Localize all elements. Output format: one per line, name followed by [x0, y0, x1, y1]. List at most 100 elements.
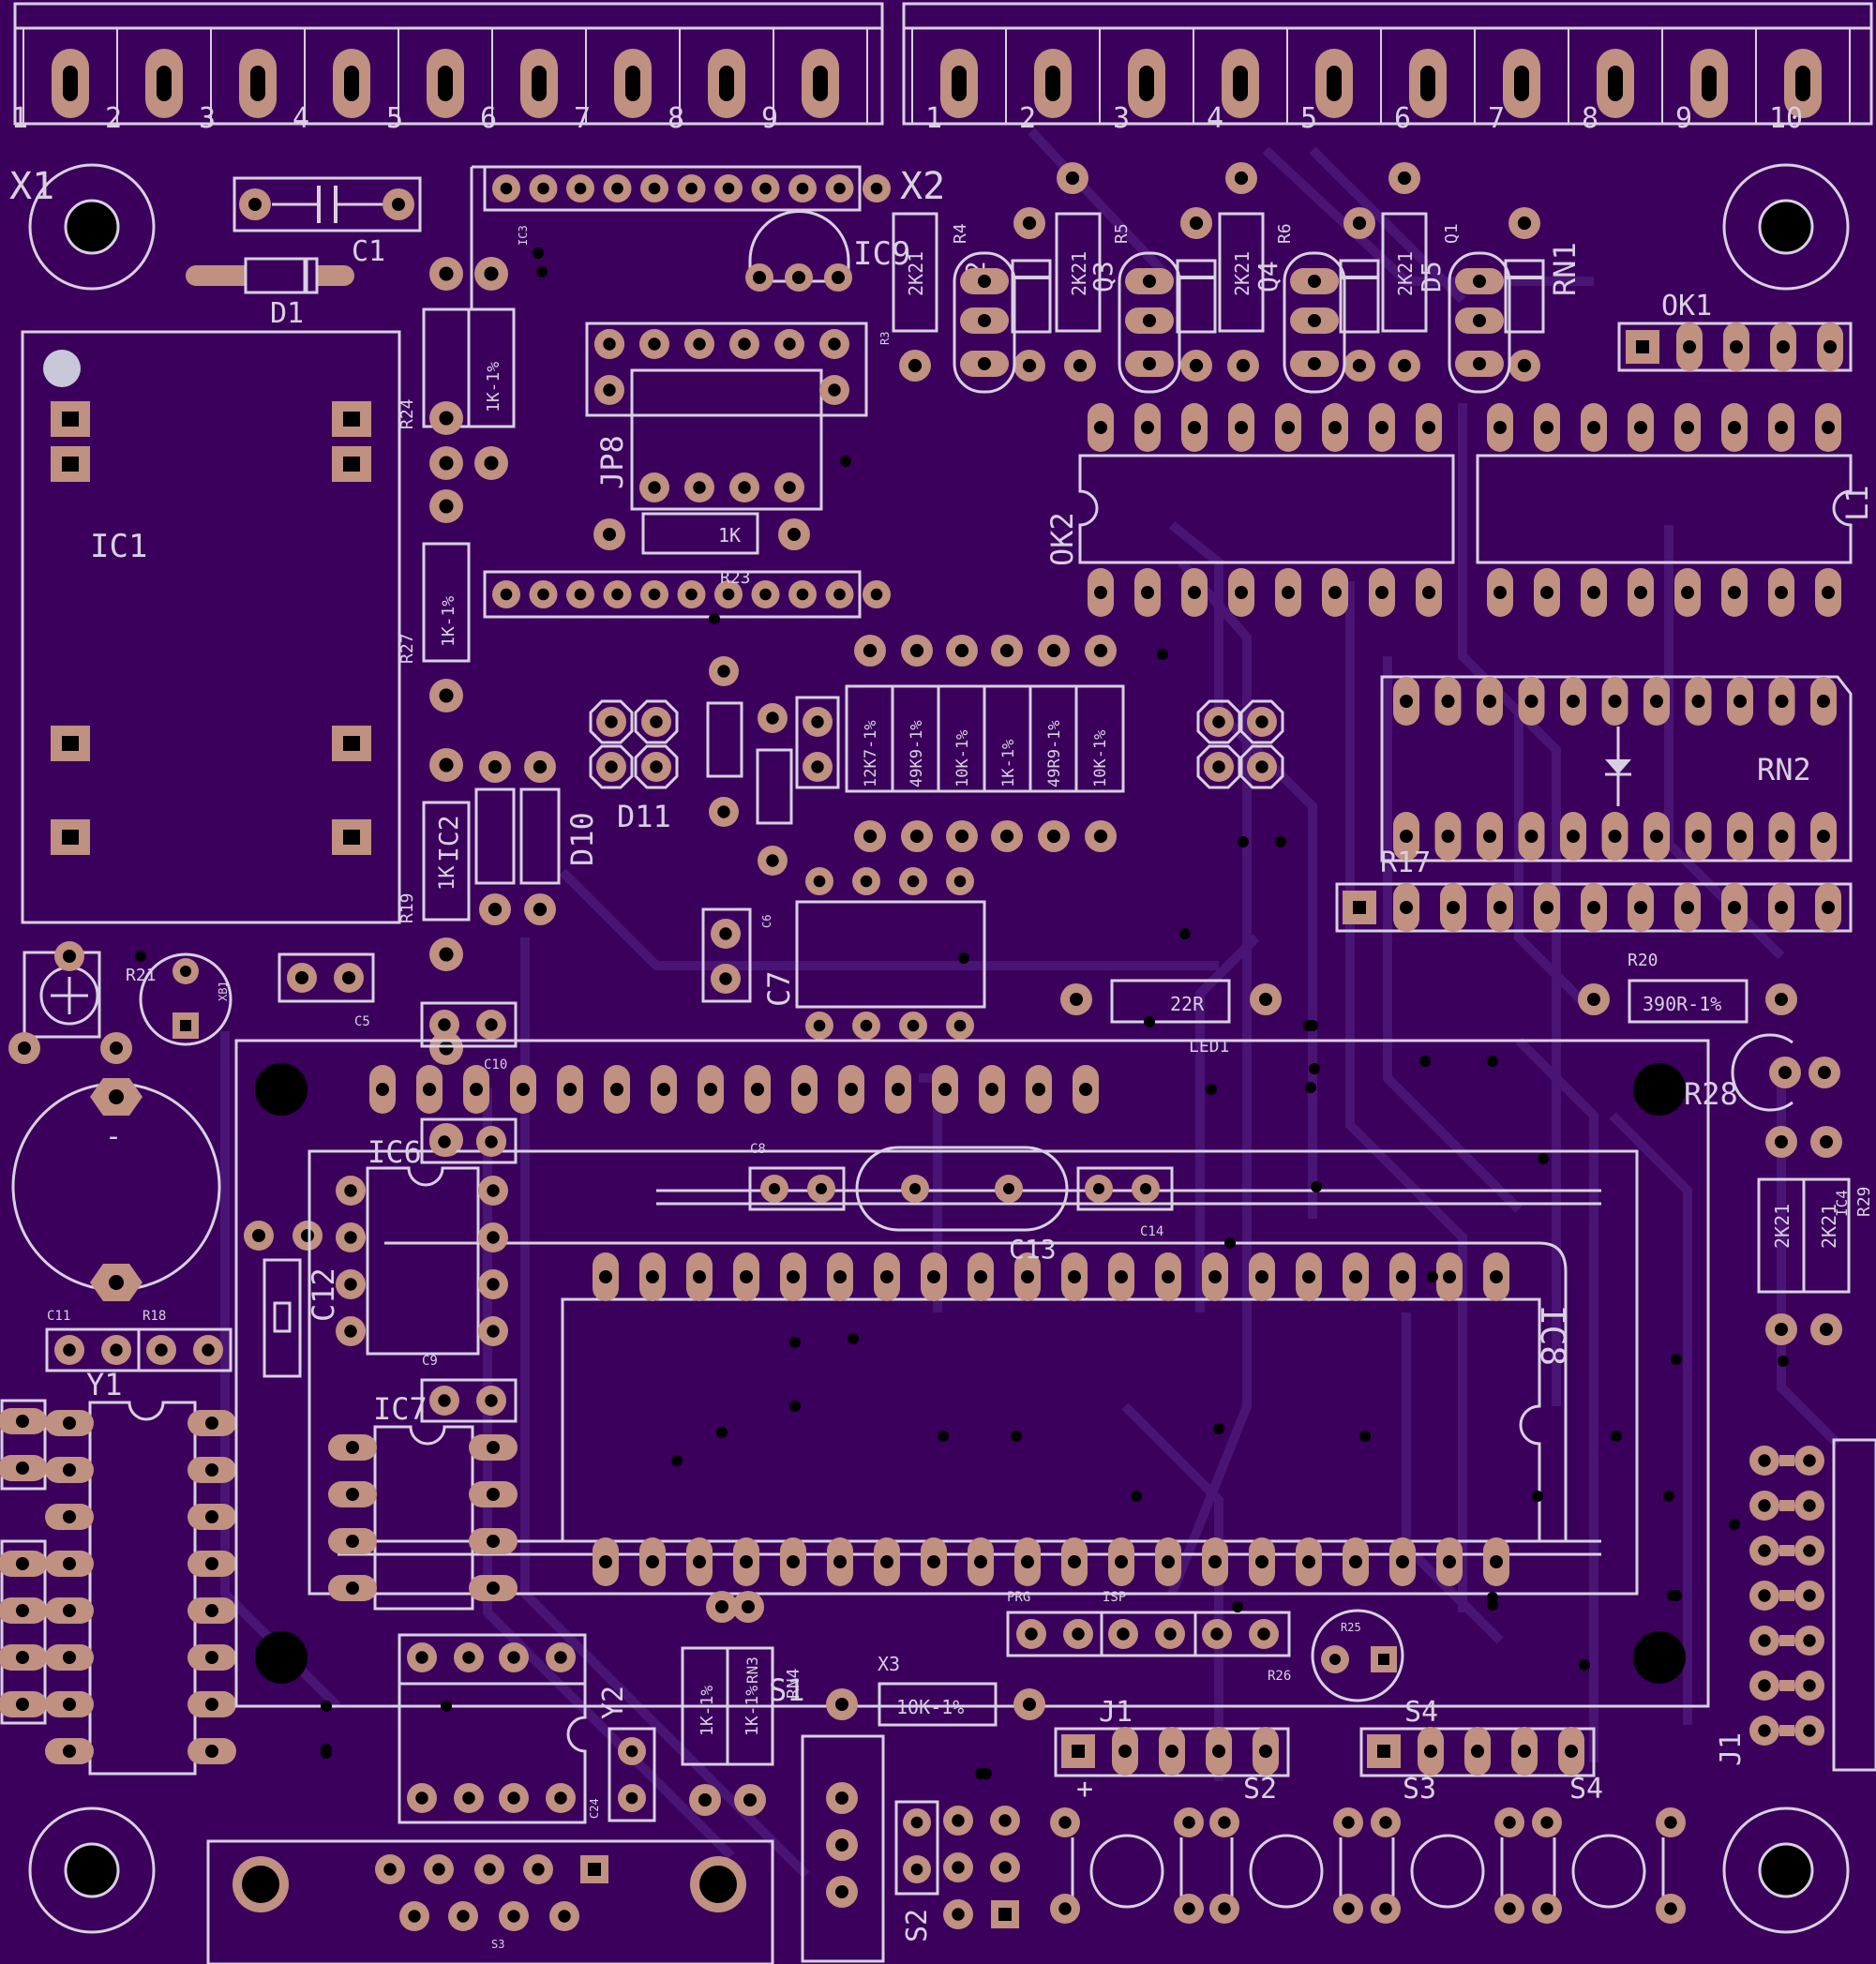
via — [789, 1337, 801, 1348]
pad-hole — [1046, 829, 1061, 844]
pad-hole — [517, 1083, 530, 1096]
microcontroller-ic6-label: IC8 — [1533, 1305, 1571, 1366]
switch-button — [1571, 1834, 1646, 1909]
pad-hole — [648, 337, 661, 351]
pad-hole — [574, 588, 587, 601]
pad-hole — [952, 1861, 965, 1874]
pad-hole — [693, 1555, 706, 1568]
capacitor-c13-label: C8 — [750, 1142, 766, 1157]
pad-hole — [1375, 421, 1388, 434]
x1-pin-hole — [719, 66, 734, 101]
pad-hole — [1471, 1745, 1484, 1758]
via — [1275, 836, 1286, 847]
pad-hole — [1775, 695, 1789, 708]
capacitor-c5-label: XB1 — [217, 981, 230, 1001]
ic4-label: IC6 — [368, 1134, 422, 1170]
pad-hole — [648, 182, 661, 195]
ic5-label: IC7 — [373, 1391, 428, 1427]
pad-hole — [954, 643, 969, 658]
pad-hole — [880, 1555, 893, 1568]
pad-hole — [722, 588, 735, 601]
connector-j1-label: J1 — [1715, 1732, 1748, 1766]
pad-hole — [1650, 830, 1663, 843]
resistor-r3-value: 2K21 — [905, 251, 927, 296]
x2-pin-label: 4 — [1207, 102, 1223, 135]
pad-hole — [1803, 1589, 1816, 1602]
ic9-label: JP8 — [594, 435, 630, 489]
pad-hole — [1188, 586, 1201, 599]
pad-hole — [909, 643, 924, 658]
pad-hole — [346, 1488, 359, 1501]
resistor-r3-label: R4 — [951, 223, 970, 244]
pad-hole — [1503, 1816, 1516, 1829]
via — [1144, 1016, 1155, 1027]
via — [1311, 1181, 1322, 1192]
pad-hole — [205, 1698, 218, 1711]
switch-button — [1089, 1834, 1164, 1909]
pad-hole — [487, 1535, 500, 1548]
pad-hole — [828, 337, 841, 351]
pad-hole — [488, 902, 503, 917]
pad-hole — [953, 1019, 967, 1032]
pad-hole — [1634, 901, 1647, 914]
resistor-r29-label: IC4 — [1833, 1190, 1851, 1217]
resistor-r19-value: 1K — [436, 865, 459, 891]
x1-pin-hole — [157, 66, 172, 101]
pad-hole — [1058, 1902, 1072, 1915]
crystal-y1: C12 — [244, 1221, 341, 1378]
pad-hole — [1540, 901, 1553, 914]
pad-hole — [719, 972, 732, 985]
pad-hole — [1822, 586, 1835, 599]
pad-hole — [63, 1510, 76, 1523]
x2-pin-label: 1 — [925, 102, 942, 135]
pad-hole — [796, 182, 809, 195]
resistor-r23-label: R23 — [720, 568, 751, 588]
pad-hole — [1664, 1816, 1677, 1829]
pad-hole — [63, 1651, 76, 1664]
via — [1238, 836, 1249, 847]
pad-hole — [16, 1462, 29, 1475]
regulator-ic3-label: IC9 — [853, 235, 910, 273]
pad-hole — [1803, 1724, 1816, 1737]
pad-hole — [155, 1343, 168, 1357]
pad-hole — [485, 1135, 498, 1148]
via — [1419, 1056, 1431, 1067]
pad-hole — [1758, 1634, 1771, 1647]
pad-hole — [563, 1083, 577, 1096]
diode-d10-label: IC2 — [433, 815, 464, 862]
switch-button — [1410, 1834, 1485, 1909]
pad-hole — [1396, 1555, 1409, 1568]
module-l1: RN2 — [1380, 675, 1853, 862]
pad-hole — [813, 875, 826, 888]
resistor-network-rn1: OK1 — [1617, 290, 1853, 372]
capacitor-c11-label: ISP — [1103, 1590, 1126, 1605]
display-area — [234, 1039, 1710, 1708]
pad-hole — [1163, 1627, 1177, 1641]
pad-hole — [1664, 1902, 1677, 1915]
resistor-r11-value: 49R9-1% — [1045, 720, 1064, 787]
pad-hole — [438, 1394, 451, 1407]
pad-hole — [1567, 695, 1580, 708]
pad-hole — [1255, 715, 1268, 728]
x1-pin-label: 6 — [480, 102, 497, 135]
optocoupler-ok2-label: L1 — [1839, 485, 1875, 521]
prg-label: S1 — [769, 1672, 805, 1708]
pad-hole — [1188, 421, 1201, 434]
pad-hole — [787, 1270, 800, 1283]
pad-hole — [1803, 1454, 1816, 1467]
x2-slot — [1755, 27, 1851, 125]
via — [533, 247, 544, 259]
pad-hole — [439, 411, 454, 426]
pad-hole — [1733, 830, 1747, 843]
switches: + S2 S3 S4 — [1050, 1773, 1686, 1924]
pad-hole — [500, 182, 513, 195]
pad-hole — [717, 665, 730, 678]
pad-hole — [110, 1343, 123, 1357]
x2-pin-hole — [1795, 66, 1810, 101]
pad-hole — [952, 1814, 965, 1827]
pad-hole — [1775, 901, 1788, 914]
pad-hole — [1634, 586, 1647, 599]
pad-hole — [205, 1604, 218, 1617]
pad-hole — [1758, 1454, 1771, 1467]
resistor-r28-label: R29 — [1854, 1186, 1874, 1217]
